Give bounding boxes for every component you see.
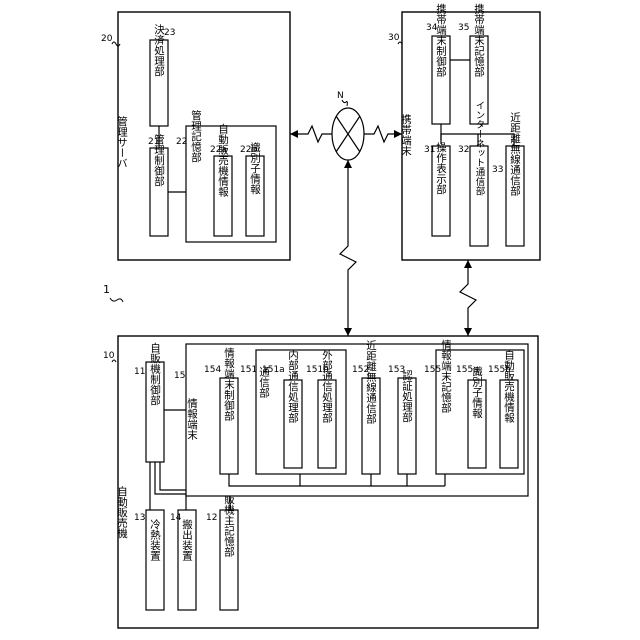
internet-comm-label: インターネット通信部 (474, 101, 486, 197)
figure-ref-leader (110, 298, 123, 302)
mobile-short-range-ref: 33 (492, 165, 503, 175)
terminal-storage-ref: 155 (424, 365, 441, 375)
auth-processing-ref: 153 (388, 365, 405, 375)
terminal-storage-label: 情報端末記憶部 (440, 338, 452, 413)
cooling-device-label: 冷熱装置 (149, 518, 161, 561)
vending-info-ref: 22a (210, 145, 227, 155)
network-node: N (290, 91, 402, 336)
vm-vending-info-ref: 155b (488, 365, 511, 375)
vending-machine-ref: 10 (103, 351, 115, 361)
management-server-title: 管理サーバ (116, 115, 128, 168)
vm-main-storage-ref: 12 (206, 513, 217, 523)
mobile-terminal-block: 30 携帯端末 携帯端末制御部 34 携帯端末記憶部 35 操作表示部 31 イ… (388, 2, 540, 336)
settlement-processing-ref: 23 (164, 28, 175, 38)
comm-unit-ref-a: 151a (262, 365, 285, 375)
vending-info-label: 自動販売機情報 (217, 122, 229, 197)
operation-display-ref: 31 (424, 145, 435, 155)
vm-control-ref: 11 (134, 367, 145, 377)
internal-comm-label: 内部通信処理部 (287, 348, 299, 423)
operation-display-label: 操作表示部 (435, 141, 447, 195)
vm-control-label: 自販機制御部 (149, 342, 161, 407)
info-terminal-ref: 15 (174, 371, 185, 381)
mobile-storage-ref: 35 (458, 23, 469, 33)
external-comm-label: 外部通信処理部 (321, 349, 333, 423)
vm-short-range-ref: 152 (352, 365, 369, 375)
network-vending-link (340, 160, 356, 336)
management-storage-ref: 22 (176, 137, 187, 147)
vending-machine-block: 10 自動販売機 自販機制御部 11 冷熱装置 13 搬出装置 14 自販機主記… (103, 336, 538, 628)
vm-vending-info-label: 自動販売機情報 (503, 348, 515, 423)
vending-machine-title: 自動販売機 (116, 485, 128, 539)
management-control-ref: 21 (148, 137, 159, 147)
figure-reference: 1 (103, 283, 123, 302)
mobile-vending-link (460, 260, 476, 336)
cooling-device-ref: 13 (134, 513, 145, 523)
info-terminal-title: 情報端末 (186, 397, 198, 441)
mobile-short-range-label: 近距離無線通信部 (509, 111, 521, 197)
figure-ref-number: 1 (103, 283, 110, 296)
identifier-info-ref: 22b (240, 145, 257, 155)
terminal-control-label: 情報端末制御部 (223, 346, 235, 421)
mobile-control-label: 携帯端末制御部 (435, 2, 447, 77)
mobile-control-ref: 34 (426, 23, 438, 33)
network-ref: N (337, 91, 344, 101)
management-server-ref: 20 (101, 34, 113, 44)
mobile-storage-label: 携帯端末記憶部 (473, 2, 485, 77)
vm-short-range-label: 近距離無線通信部 (365, 339, 377, 425)
external-comm-ref: 151b (306, 365, 329, 375)
internet-comm-ref: 32 (458, 145, 469, 155)
dispensing-device-ref: 14 (170, 513, 182, 523)
mobile-terminal-ref: 30 (388, 33, 400, 43)
dispensing-device-label: 搬出装置 (181, 518, 193, 561)
management-storage-label: 管理記憶部 (190, 109, 202, 163)
terminal-control-ref: 154 (204, 365, 221, 375)
management-server-block: 20 管理サーバ 決済処理部 23 管理制御部 21 管理記憶部 22 自動販売… (101, 12, 290, 260)
auth-processing-label: 認証処理部 (401, 369, 413, 423)
mobile-terminal-title: 携帯端末 (400, 113, 412, 157)
vm-identifier-info-ref: 155a (456, 365, 479, 375)
comm-unit-ref: 151 (240, 365, 257, 375)
